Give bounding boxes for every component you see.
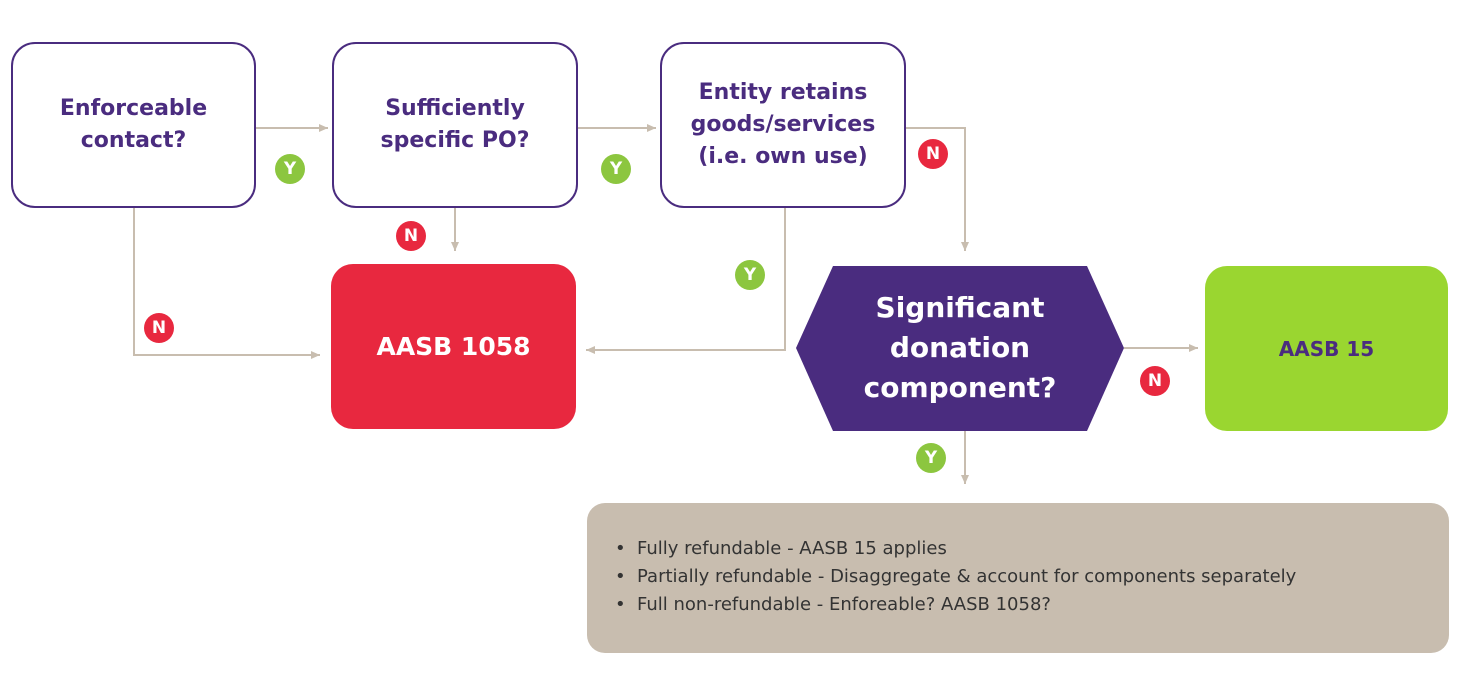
note-item-partially-refundable: Partially refundable - Disaggregate & ac… [615, 563, 1429, 591]
aasb1058-label: AASB 1058 [376, 332, 531, 361]
entity-retains-line-1: Entity retains [698, 80, 868, 106]
no-badge-enforceable: N [144, 313, 174, 343]
enforceable-line-2: contact? [80, 128, 187, 153]
specific-po-box: Sufficiently specific PO? [332, 42, 578, 208]
refund-notes-list: Fully refundable - AASB 15 applies Parti… [615, 535, 1429, 619]
arrow-entity-to-aasb1058 [586, 208, 786, 354]
donation-line-2: donation [889, 331, 1031, 365]
donation-label: Significant donation component? [796, 265, 1124, 431]
aasb1058-box: AASB 1058 [331, 264, 576, 429]
no-badge-specific-po: N [396, 221, 426, 251]
donation-line-1: Significant [875, 291, 1045, 325]
refund-notes-panel: Fully refundable - AASB 15 applies Parti… [587, 503, 1449, 653]
aasb15-label: AASB 15 [1278, 336, 1375, 361]
arrow-enforceable-to-aasb1058 [133, 208, 320, 359]
no-badge-entity-retains: N [918, 139, 948, 169]
arrow-entity-to-donation [906, 127, 969, 251]
enforceable-contract-box: Enforceable contact? [11, 42, 256, 208]
note-item-fully-refundable: Fully refundable - AASB 15 applies [615, 535, 1429, 563]
note-item-non-refundable: Full non-refundable - Enforeable? AASB 1… [615, 591, 1429, 619]
yes-badge-enforceable: Y [275, 154, 305, 184]
enforceable-line-1: Enforceable [59, 96, 208, 122]
entity-retains-line-2: goods/services [690, 112, 876, 138]
no-badge-donation: N [1140, 366, 1170, 396]
specific-po-line-1: Sufficiently [385, 96, 525, 122]
donation-hexagon [796, 266, 1124, 431]
donation-line-3: component? [863, 370, 1057, 404]
yes-badge-donation: Y [916, 443, 946, 473]
entity-retains-line-3: (i.e. own use) [698, 143, 868, 169]
yes-badge-entity-retains: Y [735, 260, 765, 290]
entity-retains-box: Entity retains goods/services (i.e. own … [660, 42, 906, 208]
specific-po-line-2: specific PO? [380, 128, 530, 153]
yes-badge-specific-po: Y [601, 154, 631, 184]
aasb15-box: AASB 15 [1205, 266, 1448, 431]
